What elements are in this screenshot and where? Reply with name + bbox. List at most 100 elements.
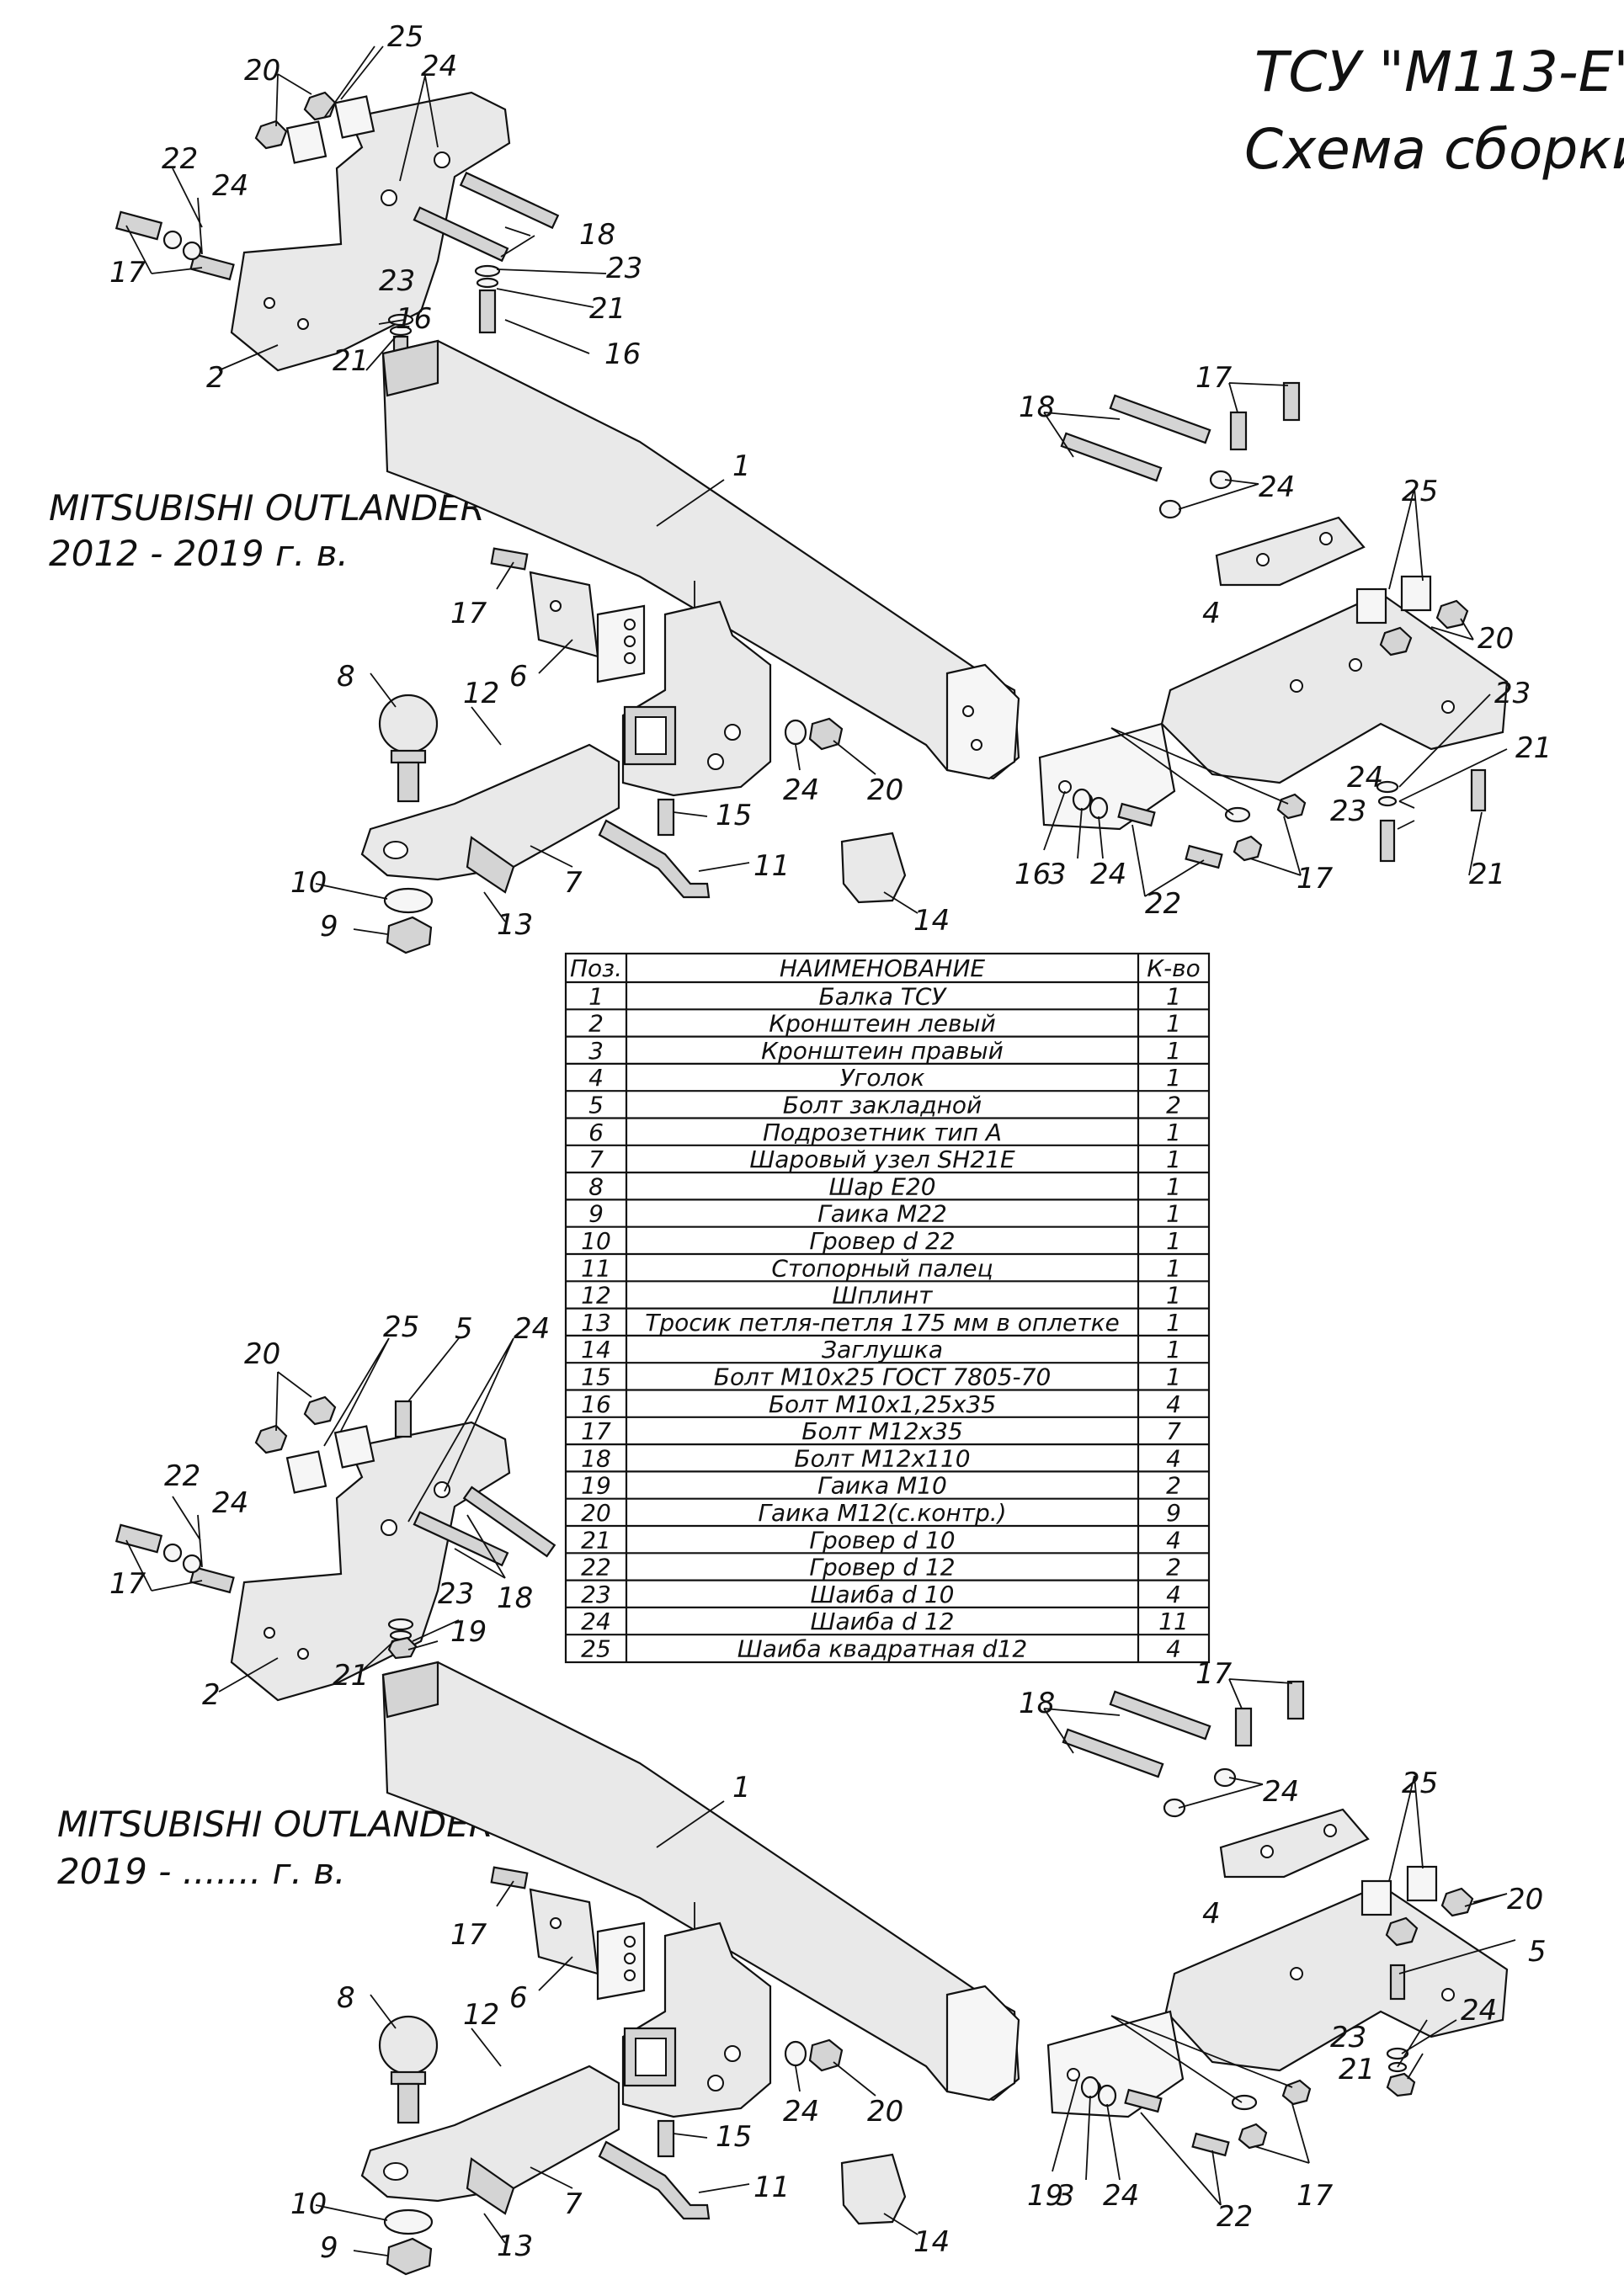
table-cell-name: Гровер d 10 bbox=[809, 1526, 955, 1554]
callout-number: 9 bbox=[320, 2231, 338, 2265]
socket-holder-6 bbox=[529, 1888, 646, 2001]
callout-number: 13 bbox=[497, 908, 533, 942]
callout-number: 5 bbox=[455, 1312, 473, 1346]
washer bbox=[1072, 788, 1092, 811]
table-cell-pos: 9 bbox=[588, 1200, 604, 1228]
callout-number: 24 bbox=[212, 169, 248, 203]
bolt bbox=[189, 1565, 235, 1594]
bolt bbox=[478, 289, 497, 334]
washer bbox=[162, 1543, 183, 1563]
callout-number: 20 bbox=[1478, 622, 1514, 656]
table-cell-pos: 10 bbox=[581, 1227, 611, 1255]
table-cell-qty: 1 bbox=[1166, 1227, 1181, 1255]
bolt bbox=[1286, 1680, 1305, 1720]
square-washer bbox=[333, 95, 375, 139]
callout-number: 22 bbox=[1217, 2200, 1253, 2234]
callout-number: 20 bbox=[244, 54, 280, 88]
square-washer bbox=[285, 120, 327, 164]
callout-number: 13 bbox=[497, 2230, 533, 2263]
washer bbox=[182, 1554, 202, 1574]
table-cell-qty: 9 bbox=[1166, 1499, 1181, 1527]
callout-number: 8 bbox=[337, 1981, 355, 2015]
callout-number: 7 bbox=[564, 866, 583, 900]
table-cell-pos: 24 bbox=[581, 1608, 611, 1635]
washer bbox=[1376, 780, 1399, 794]
callout-number: 25 bbox=[387, 20, 423, 54]
table-cell-qty: 1 bbox=[1166, 1119, 1181, 1146]
receiver-bracket bbox=[621, 600, 772, 797]
table-cell-name: Шаровый узел SH21E bbox=[749, 1145, 1015, 1173]
long-bolt bbox=[1060, 432, 1163, 482]
table-cell-pos: 11 bbox=[581, 1254, 611, 1282]
table-cell-name: Гровер d 12 bbox=[809, 1554, 955, 1581]
nut bbox=[303, 91, 337, 121]
tow-beam-1 bbox=[381, 339, 1020, 780]
callout-number: 18 bbox=[579, 218, 615, 252]
callout-number: 24 bbox=[1103, 2179, 1139, 2213]
table-cell-pos: 25 bbox=[581, 1635, 611, 1663]
bolt bbox=[1229, 411, 1248, 451]
callout-number: 21 bbox=[333, 1659, 369, 1693]
nut bbox=[1276, 793, 1307, 820]
table-cell-name: Подрозетник тип А bbox=[763, 1119, 1002, 1146]
table-cell-qty: 4 bbox=[1166, 1444, 1181, 1472]
callout-number: 3 bbox=[1048, 858, 1067, 891]
callout-number: 8 bbox=[337, 660, 355, 694]
bolt bbox=[490, 1866, 529, 1889]
callout-number: 23 bbox=[1330, 795, 1366, 828]
table-cell-qty: 4 bbox=[1166, 1526, 1181, 1554]
washer bbox=[474, 264, 501, 278]
callout-number: 10 bbox=[290, 2187, 327, 2221]
long-bolt bbox=[1109, 394, 1211, 444]
callout-number: 22 bbox=[164, 1459, 200, 1493]
callout-number: 4 bbox=[1202, 1897, 1221, 1931]
right-bracket-3 bbox=[1038, 592, 1509, 831]
nut bbox=[1281, 2079, 1312, 2106]
table-cell-pos: 5 bbox=[588, 1092, 604, 1119]
callout-number: 12 bbox=[463, 1998, 499, 2032]
table-cell-qty: 1 bbox=[1166, 1309, 1181, 1337]
callout-number: 15 bbox=[716, 2120, 752, 2154]
callout-number: 24 bbox=[1263, 1775, 1299, 1809]
long-bolt bbox=[459, 171, 560, 230]
table-cell-qty: 1 bbox=[1166, 1172, 1181, 1200]
callout-number: 21 bbox=[1515, 731, 1552, 765]
assembly-bottom bbox=[114, 1337, 1516, 2276]
table-cell-name: Болт М10х25 ГОСТ 7805-70 bbox=[714, 1363, 1052, 1391]
callout-number: 23 bbox=[606, 252, 642, 285]
table-cell-pos: 13 bbox=[581, 1309, 611, 1337]
nut bbox=[387, 1636, 418, 1660]
table-cell-name: Болт закладной bbox=[783, 1092, 982, 1119]
table-cell-pos: 2 bbox=[588, 1010, 604, 1038]
table-cell-pos: 15 bbox=[581, 1363, 611, 1391]
table-cell-name: Стопорный палец bbox=[771, 1254, 993, 1282]
table-cell-name: Кронштеин правый bbox=[761, 1037, 1004, 1065]
bolt bbox=[394, 1400, 413, 1438]
callout-number: 21 bbox=[333, 344, 369, 378]
callout-number: 20 bbox=[867, 2095, 903, 2129]
table-cell-pos: 14 bbox=[581, 1336, 611, 1363]
tow-ball-8 bbox=[378, 694, 439, 803]
table-cell-pos: 16 bbox=[581, 1390, 611, 1418]
bolt bbox=[1117, 802, 1156, 827]
table-cell-name: Шар E20 bbox=[828, 1172, 935, 1200]
callout-number: 23 bbox=[379, 264, 415, 298]
callout-number: 24 bbox=[1259, 470, 1295, 504]
angle-bracket-4 bbox=[1219, 1808, 1370, 1879]
bolt bbox=[1191, 2132, 1230, 2157]
table-cell-name: Шаиба d 12 bbox=[811, 1608, 955, 1635]
nut bbox=[303, 1395, 337, 1426]
bolt bbox=[657, 798, 675, 837]
washer bbox=[182, 241, 202, 261]
table-header-name: НАИМЕНОВАНИЕ bbox=[780, 954, 985, 982]
table-cell-qty: 1 bbox=[1166, 1336, 1181, 1363]
callout-number: 3 bbox=[1057, 2179, 1075, 2213]
table-cell-qty: 11 bbox=[1158, 1608, 1189, 1635]
bolt bbox=[1282, 381, 1301, 422]
end-cap-plug bbox=[840, 2153, 907, 2225]
callout-number: 23 bbox=[1494, 677, 1531, 710]
callout-number: 2 bbox=[206, 361, 225, 395]
table-header-pos: Поз. bbox=[570, 954, 622, 982]
bolt bbox=[1470, 768, 1487, 812]
